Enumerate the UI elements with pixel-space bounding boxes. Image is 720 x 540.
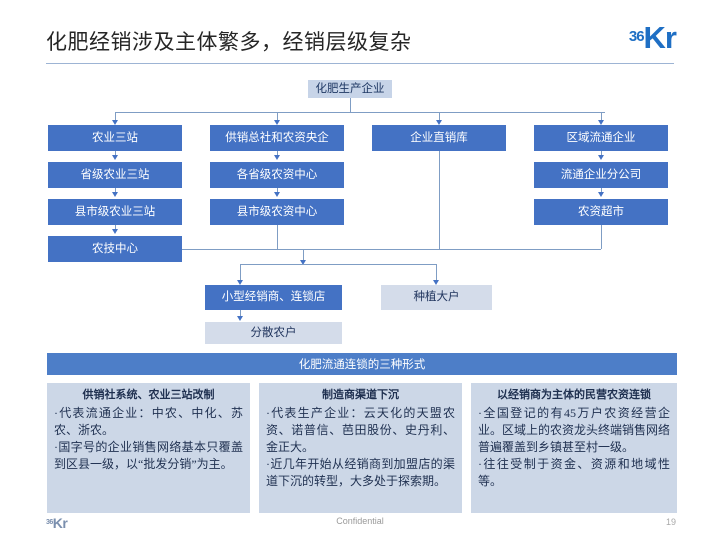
node-county-city-agri-input-center[interactable]: 县市级农资中心 bbox=[210, 199, 344, 225]
brand-logo-36kr: 36 Kr bbox=[628, 20, 677, 55]
brand-logo-prefix: 36 bbox=[628, 28, 645, 45]
connector-merge-stem bbox=[303, 249, 304, 263]
info-panel-coop-system: 供销社系统、农业三站改制 ·代表流通企业：中农、中化、苏农、浙农。 ·国字号的企… bbox=[47, 383, 250, 513]
info-panel-bullet: ·全国登记的有45万户农资经营企业。区域上的农资龙头终端销售网络普遍覆盖到乡镇甚… bbox=[478, 405, 671, 454]
connector-drop-col2 bbox=[277, 112, 278, 123]
arrow-down-large-grower bbox=[432, 280, 439, 285]
connector-c2-1 bbox=[277, 151, 278, 157]
connector-root-stem bbox=[350, 98, 351, 112]
connector-drop-col3 bbox=[439, 112, 440, 123]
arrow-c2-2 bbox=[273, 192, 280, 197]
arrow-c1-2 bbox=[111, 192, 118, 197]
connector-c2-2 bbox=[277, 188, 278, 194]
info-panel-bullet: ·近几年开始从经销商到加盟店的渠道下沉的转型，大多处于探索期。 bbox=[266, 456, 455, 488]
info-panel-manufacturer-channel: 制造商渠道下沉 ·代表生产企业：云天化的天盟农资、诺普信、芭田股份、史丹利、金正… bbox=[259, 383, 462, 513]
connector-c4-down-to-bus bbox=[601, 225, 602, 249]
node-small-dealer-chain-store[interactable]: 小型经销商、连锁店 bbox=[205, 285, 342, 310]
node-agri-three-stations[interactable]: 农业三站 bbox=[48, 125, 182, 151]
connector-c1-2 bbox=[115, 188, 116, 194]
node-agri-tech-center[interactable]: 农技中心 bbox=[48, 236, 182, 262]
node-scattered-farmers[interactable]: 分散农户 bbox=[205, 322, 342, 344]
connector-c1-3 bbox=[115, 225, 116, 231]
connector-drop-col4 bbox=[601, 112, 602, 123]
arrow-down-col4 bbox=[597, 120, 604, 125]
arrow-c2-1 bbox=[273, 155, 280, 160]
arrow-down-col2 bbox=[273, 120, 280, 125]
page-title: 化肥经销涉及主体繁多，经销层级复杂 bbox=[46, 30, 412, 54]
footer-logo-36kr: 36 Kr bbox=[46, 515, 68, 531]
section-banner: 化肥流通连锁的三种形式 bbox=[47, 353, 677, 375]
arrow-c4-1 bbox=[597, 155, 604, 160]
node-provincial-agri-input-center[interactable]: 各省级农资中心 bbox=[210, 162, 344, 188]
connector-c1-1 bbox=[115, 151, 116, 157]
connector-merge-bus bbox=[182, 249, 601, 250]
arrow-down-col3 bbox=[435, 120, 442, 125]
arrow-down-col1 bbox=[111, 120, 118, 125]
node-provincial-agri-three-stations[interactable]: 省级农业三站 bbox=[48, 162, 182, 188]
node-distribution-branch-company[interactable]: 流通企业分公司 bbox=[534, 162, 668, 188]
arrow-c4-2 bbox=[597, 192, 604, 197]
title-divider bbox=[46, 63, 674, 64]
node-direct-sales-warehouse[interactable]: 企业直销库 bbox=[372, 125, 506, 151]
connector-retail-bus bbox=[240, 264, 436, 265]
arrow-to-scattered-farmers bbox=[236, 316, 243, 321]
connector-drop-small-dealer bbox=[240, 264, 241, 283]
brand-logo-mark: Kr bbox=[643, 20, 677, 55]
connector-drop-col1 bbox=[115, 112, 116, 123]
info-panel-body: ·全国登记的有45万户农资经营企业。区域上的农资龙头终端销售网络普遍覆盖到乡镇甚… bbox=[478, 405, 670, 490]
connector-to-scattered-farmers bbox=[240, 310, 241, 318]
footer-confidential-note: Confidential bbox=[336, 516, 384, 526]
connector-c4-2 bbox=[601, 188, 602, 194]
footer-logo-prefix: 36 bbox=[46, 519, 53, 526]
info-panel-private-dealer-chain: 以经销商为主体的民营农资连锁 ·全国登记的有45万户农资经营企业。区域上的农资龙… bbox=[471, 383, 677, 513]
arrow-c1-3 bbox=[111, 229, 118, 234]
connector-drop-large-grower bbox=[436, 264, 437, 283]
connector-c4-1 bbox=[601, 151, 602, 157]
info-panel-body: ·代表生产企业：云天化的天盟农资、诺普信、芭田股份、史丹利、金正大。 ·近几年开… bbox=[266, 405, 455, 490]
node-agri-input-supermarket[interactable]: 农资超市 bbox=[534, 199, 668, 225]
info-panel-bullet: ·国字号的企业销售网络基本只覆盖到区县一级，以“批发分销”为主。 bbox=[54, 439, 243, 471]
arrow-c1-1 bbox=[111, 155, 118, 160]
node-county-city-agri-three-stations[interactable]: 县市级农业三站 bbox=[48, 199, 182, 225]
connector-top-bus bbox=[115, 112, 605, 113]
info-panel-title: 以经销商为主体的民营农资连锁 bbox=[497, 389, 651, 401]
info-panel-bullet: ·往往受制于资金、资源和地域性等。 bbox=[478, 456, 670, 488]
node-regional-distribution-enterprise[interactable]: 区域流通企业 bbox=[534, 125, 668, 151]
info-panel-title: 制造商渠道下沉 bbox=[322, 389, 399, 401]
page-number: 19 bbox=[665, 517, 676, 527]
connector-c2-down-to-bus bbox=[277, 225, 278, 249]
info-panel-title: 供销社系统、农业三站改制 bbox=[82, 389, 215, 401]
info-panel-bullet: ·代表生产企业：云天化的天盟农资、诺普信、芭田股份、史丹利、金正大。 bbox=[266, 405, 455, 454]
node-large-scale-grower[interactable]: 种植大户 bbox=[381, 285, 492, 310]
connector-c3-down-to-bus bbox=[439, 151, 440, 249]
arrow-merge-stem bbox=[299, 260, 306, 265]
footer-logo-mark: Kr bbox=[52, 515, 68, 531]
node-fertilizer-producer[interactable]: 化肥生产企业 bbox=[308, 80, 392, 98]
info-panel-body: ·代表流通企业：中农、中化、苏农、浙农。 ·国字号的企业销售网络基本只覆盖到区县… bbox=[54, 405, 243, 473]
distribution-flow-diagram: 化肥生产企业 农业三站 省级农业三站 县市级农业三站 农技中心 供销总社和农资央… bbox=[48, 80, 668, 344]
node-supply-marketing-coop[interactable]: 供销总社和农资央企 bbox=[210, 125, 344, 151]
arrow-down-small-dealer bbox=[236, 280, 243, 285]
info-panel-bullet: ·代表流通企业：中农、中化、苏农、浙农。 bbox=[54, 405, 243, 437]
